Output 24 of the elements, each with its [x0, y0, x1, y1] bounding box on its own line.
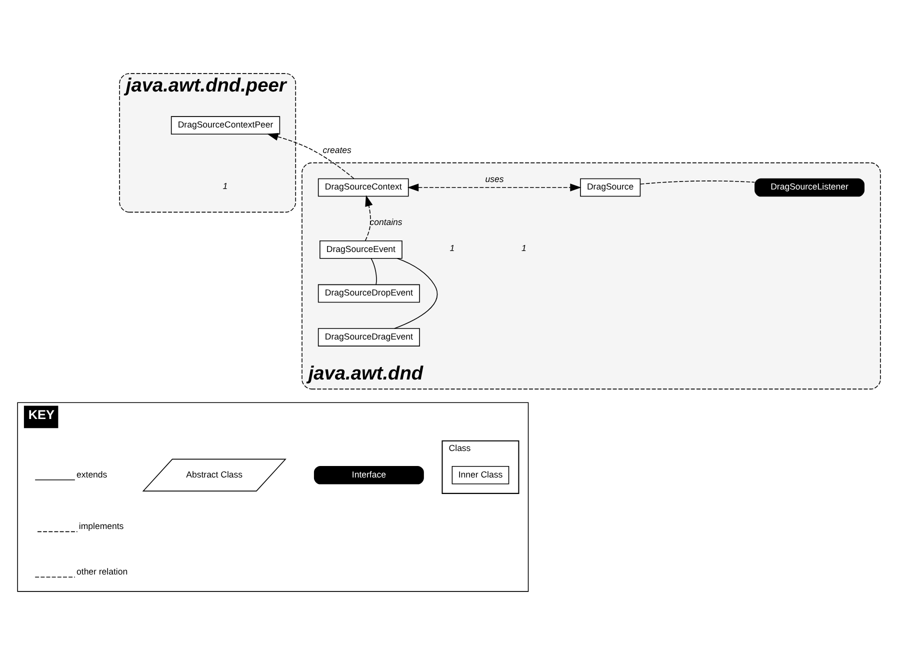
node-box: DragSourceDragEvent [318, 328, 420, 346]
node-box: DragSource [580, 178, 641, 196]
legend-label: extends [76, 468, 108, 479]
label: 1 [450, 242, 455, 253]
legend-label: other relation [76, 566, 128, 576]
arrow [364, 194, 373, 241]
label: 1 [222, 180, 228, 190]
node-box: DragSourceDropEvent [318, 284, 420, 302]
edge-label: uses [485, 173, 504, 184]
edge-label: creates [322, 144, 352, 155]
connector [640, 180, 756, 184]
edge-label: contains [370, 216, 402, 226]
node-box: DragSourceContext [318, 178, 409, 196]
legend-label: implements [78, 520, 124, 531]
label: 1 [522, 242, 526, 253]
connector [394, 258, 438, 328]
node-box: DragSourceEvent [320, 240, 402, 258]
connector [370, 258, 377, 284]
arrow [267, 132, 354, 178]
node-box: Interface [314, 465, 424, 484]
node-box: DragSourceListener [754, 178, 864, 196]
node-box: Inner Class [452, 465, 510, 484]
arrow [407, 183, 582, 191]
node-box: DragSourceContextPeer [170, 116, 280, 134]
